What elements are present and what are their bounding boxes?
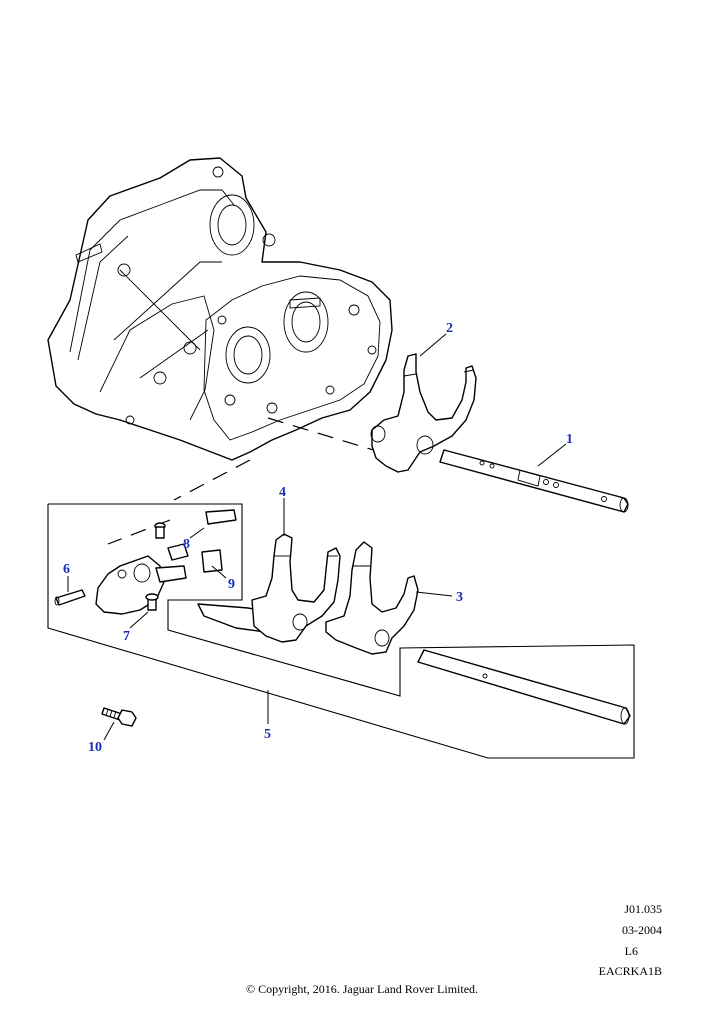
copyright-notice: © Copyright, 2016. Jaguar Land Rover Lim… [245, 982, 479, 996]
selector-fork-part-4 [197, 533, 341, 643]
callout-1: 1 [566, 432, 573, 447]
selector-fork-part-3 [325, 541, 419, 655]
callout-7: 7 [123, 629, 130, 644]
catalog-code: EACRKA1B [598, 964, 662, 978]
pin-part-6 [54, 589, 86, 606]
callout-3: 3 [456, 590, 463, 605]
callout-2: 2 [446, 321, 453, 336]
transmission-housing [47, 157, 393, 461]
callout-6: 6 [63, 562, 70, 577]
selector-shaft-lower [417, 649, 631, 725]
callout-8: 8 [183, 537, 190, 552]
assembly-5-outline [47, 503, 635, 759]
interlock-block [95, 555, 187, 615]
selector-shaft-part-1 [439, 449, 629, 513]
bolt-part-10 [101, 707, 137, 727]
callout-4: 4 [279, 485, 286, 500]
leader-lines [67, 333, 567, 741]
drawing-level: L6 [624, 944, 638, 958]
selector-fork-part-2 [370, 353, 477, 473]
housing-marking-plate [75, 243, 103, 263]
callout-9: 9 [228, 577, 235, 592]
clip-part-9 [201, 549, 223, 573]
drawing-reference: J01.035 [624, 902, 662, 916]
drawing-date: 03-2004 [622, 923, 662, 937]
spring-clip-part-8 [167, 509, 237, 561]
callout-5: 5 [264, 727, 271, 742]
screw-part-7 [145, 522, 166, 611]
callout-10: 10 [88, 740, 102, 755]
